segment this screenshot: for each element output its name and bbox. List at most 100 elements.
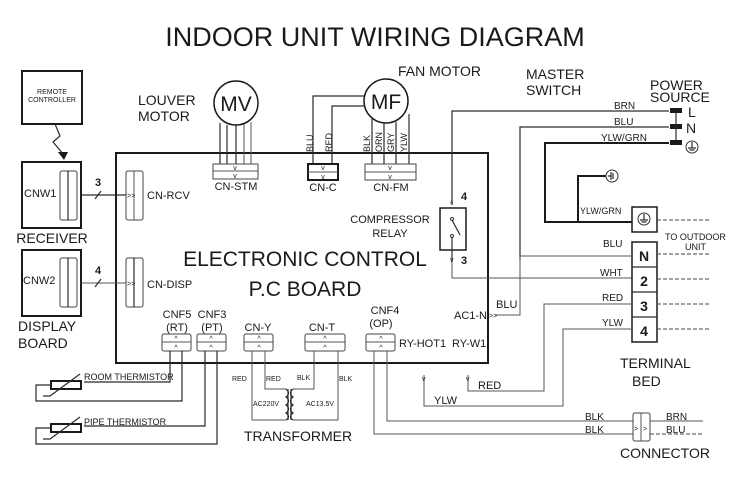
svg-text:>: >: [643, 426, 647, 433]
ground-icon: [685, 140, 699, 154]
secondary-voltage: AC13.5V: [306, 401, 334, 408]
svg-text:v: v: [422, 376, 426, 383]
svg-text:^: ^: [257, 336, 261, 343]
cnf4-sub: (OP): [369, 318, 392, 330]
cnw2-label: CNW2: [23, 275, 55, 287]
fm-wire-ylw: YLW: [399, 133, 409, 152]
fm-wire-gry: GRY: [386, 133, 396, 152]
ac1n-label: AC1-N: [454, 310, 487, 322]
outdoor-label-1: TO OUTDOOR: [665, 232, 726, 242]
cnw1-label: CNW1: [24, 188, 56, 200]
svg-text:^: ^: [257, 345, 261, 352]
power-source-label-2: SOURCE: [650, 89, 710, 105]
svg-text:^: ^: [379, 336, 383, 343]
signal-arrow-icon: [58, 152, 68, 160]
svg-text:v: v: [450, 257, 454, 264]
svg-text:>>: >>: [489, 313, 497, 320]
cn-c-wire-red: RED: [324, 132, 334, 152]
xfmr-wire-red-2: RED: [266, 376, 281, 383]
remote-label-2: CONTROLLER: [28, 97, 76, 104]
svg-text:>>: >>: [127, 193, 135, 200]
relay-pin-4: 4: [461, 191, 468, 203]
svg-text:^: ^: [323, 336, 327, 343]
display-wire-count: 4: [95, 265, 102, 277]
connector-wire-brn: BRN: [666, 412, 687, 423]
relay-pin-3: 3: [461, 255, 467, 267]
xfmr-wire-blk-2: BLK: [339, 376, 353, 383]
ac1n-wire-label: BLU: [496, 299, 517, 311]
master-switch-label-1: MASTER: [526, 66, 584, 82]
receiver-board: CNW1 RECEIVER 3 >> CN-RCV: [16, 161, 190, 246]
relay-label-2: RELAY: [372, 228, 408, 240]
bed-wire-red: RED: [602, 293, 623, 304]
primary-voltage: AC220V: [253, 401, 279, 408]
compressor-relay: COMPRESSOR RELAY ^ 4 v 3: [350, 191, 632, 279]
terminal-2: 2: [640, 273, 648, 289]
pcb-board: [115, 152, 489, 364]
fan-motor: FAN MOTOR MF BLU RED v v CN-C BLK ORN GR…: [305, 63, 481, 194]
power-source-label-1: POWER: [650, 77, 703, 93]
mv-symbol: MV: [220, 93, 252, 116]
louver-label-2: MOTOR: [138, 108, 190, 124]
svg-text:v: v: [321, 165, 325, 172]
terminal-bed-label-2: BED: [632, 373, 661, 389]
cnf4-label: CNF4: [371, 305, 400, 317]
chassis-ground-icon: [605, 169, 619, 183]
relay-label-1: COMPRESSOR: [350, 214, 430, 226]
master-switch-label-2: SWITCH: [526, 82, 581, 98]
fm-wire-orn: ORN: [374, 132, 384, 152]
receiver-wire-count: 3: [95, 177, 101, 189]
svg-text:^: ^: [174, 336, 178, 343]
svg-text:v: v: [388, 165, 392, 172]
svg-text:^: ^: [174, 345, 178, 352]
transformer: RED RED BLK BLK AC220V AC13.5V TRANSFORM…: [232, 351, 353, 444]
connector-wire-blk-1: BLK: [585, 412, 604, 423]
room-thermistor: ROOM THERMISTOR: [35, 351, 183, 402]
red-relay-wire-label: RED: [478, 380, 501, 392]
terminal-bed-label-1: TERMINAL: [620, 355, 691, 371]
svg-text:^: ^: [209, 336, 213, 343]
outdoor-label-2: UNIT: [685, 242, 706, 252]
blu-wire-label: BLU: [614, 117, 633, 128]
output-connector: > > BLK BLK BRN BLU CONNECTOR: [585, 412, 710, 461]
louver-label-1: LOUVER: [138, 92, 196, 108]
svg-text:^: ^: [209, 345, 213, 352]
mf-symbol: MF: [371, 91, 401, 114]
cnf3-sub: (PT): [201, 322, 222, 334]
receiver-label: RECEIVER: [16, 230, 88, 246]
cn-stm-label: CN-STM: [215, 181, 258, 193]
terminal-n-bed: N: [639, 248, 649, 264]
cn-fm-label: CN-FM: [373, 182, 408, 194]
ry-w1-label: RY-W1: [452, 338, 486, 350]
pipe-thermistor: PIPE THERMISTOR: [35, 351, 218, 445]
pcb-label-line1: ELECTRONIC CONTROL: [183, 248, 427, 271]
cn-disp-label: CN-DISP: [147, 279, 192, 291]
bottom-connectors: CNF5 (RT) ^ ^ CNF3 (PT) ^ ^ CN-Y ^ ^ CN-…: [161, 305, 486, 352]
room-thermistor-label: ROOM THERMISTOR: [84, 372, 174, 382]
fm-wire-blk: BLK: [362, 135, 372, 152]
connector-wire-blk-2: BLK: [585, 425, 604, 436]
diagram-title: INDOOR UNIT WIRING DIAGRAM: [165, 22, 585, 52]
brn-wire-label: BRN: [614, 101, 635, 112]
display-label-1: DISPLAY: [18, 318, 77, 334]
terminal-l: L: [688, 104, 696, 120]
cn-c-label: CN-C: [309, 182, 337, 194]
ylw-relay-wire-label: YLW: [434, 395, 458, 407]
pipe-thermistor-label: PIPE THERMISTOR: [84, 417, 167, 427]
svg-text:v: v: [233, 173, 237, 180]
terminal-3: 3: [640, 298, 648, 314]
cn-t-label: CN-T: [309, 322, 336, 334]
remote-label-1: REMOTE: [37, 89, 67, 96]
terminal-4: 4: [640, 323, 648, 339]
ry-hot1-label: RY-HOT1: [399, 338, 446, 350]
cnf5-sub: (RT): [166, 322, 188, 334]
wireless-signal-icon: [52, 123, 65, 156]
connector-label: CONNECTOR: [620, 445, 710, 461]
cn-y-label: CN-Y: [245, 322, 273, 334]
bed-wire-wht: WHT: [600, 268, 623, 279]
svg-text:v: v: [321, 174, 325, 181]
cn-rcv-label: CN-RCV: [147, 190, 190, 202]
cnf3-label: CNF3: [198, 309, 227, 321]
cnf5-label: CNF5: [163, 309, 192, 321]
